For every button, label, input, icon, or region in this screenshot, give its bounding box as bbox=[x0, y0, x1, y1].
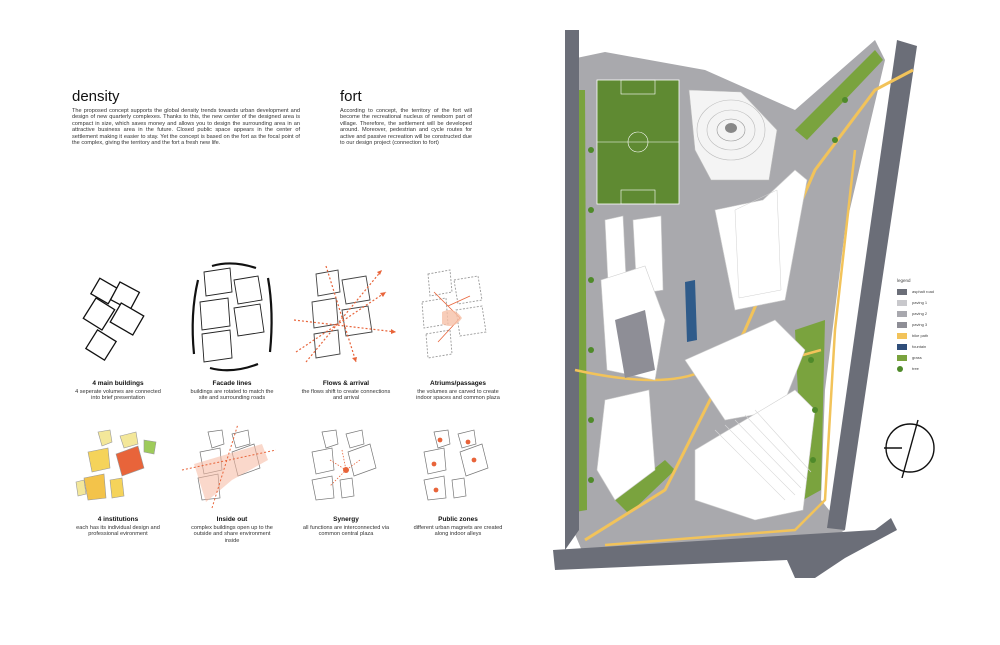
diagram-title: Synergy bbox=[333, 516, 359, 523]
legend-label: paving 1 bbox=[912, 300, 928, 305]
legend-swatch bbox=[897, 322, 907, 328]
synergy-sketch-icon bbox=[311, 429, 377, 501]
trees bbox=[588, 97, 848, 483]
diagram-caption: different urban magnets are created alon… bbox=[413, 525, 503, 538]
diagram-title: Inside out bbox=[216, 516, 248, 523]
diagram-4-institutions: 4 institutions each has its individual d… bbox=[58, 420, 178, 630]
diagram-4-main-buildings: 4 main buildings 4 seperate volumes are … bbox=[58, 268, 178, 478]
legend-item: paving 3 bbox=[897, 321, 957, 329]
asphalt-road bbox=[827, 40, 917, 530]
diagram-atriums-passages: Atriums/passages the volumes are carved … bbox=[398, 262, 518, 472]
diagram-caption: all functions are interconnected via com… bbox=[302, 525, 390, 538]
facade-sketch-icon bbox=[191, 262, 273, 372]
diagram-title: Facade lines bbox=[212, 380, 252, 387]
diagram-title: Atriums/passages bbox=[430, 380, 486, 387]
fort-text: According to concept, the territory of t… bbox=[340, 108, 472, 147]
flows-sketch-icon bbox=[293, 265, 397, 363]
diagram-synergy: Synergy all functions are interconnected… bbox=[286, 420, 406, 630]
diagram-caption: buildings are rotated to match the site … bbox=[190, 389, 274, 402]
legend-label: asphalt road bbox=[912, 289, 935, 294]
diagram-caption: complex buildings open up to the outside… bbox=[191, 525, 273, 544]
density-text: The proposed concept supports the global… bbox=[72, 108, 300, 147]
fort-heading: fort bbox=[340, 88, 362, 105]
diagram-caption: the volumes are carved to create indoor … bbox=[416, 389, 500, 402]
diagram-facade-lines: Facade lines buildings are rotated to ma… bbox=[172, 262, 292, 472]
legend-title: legend bbox=[897, 278, 911, 283]
bike-path bbox=[604, 149, 857, 547]
diagram-inside-out: Inside out complex buildings open up to … bbox=[172, 420, 292, 630]
public-zones-sketch-icon bbox=[423, 429, 489, 501]
atriums-sketch-icon bbox=[421, 269, 487, 359]
inside-out-sketch-icon bbox=[181, 423, 277, 509]
diagram-caption: 4 seperate volumes are connected into br… bbox=[75, 389, 161, 402]
legend-label: bike path bbox=[912, 333, 929, 338]
grass-strip bbox=[615, 460, 675, 514]
legend-swatch bbox=[897, 333, 907, 339]
diagram-title: 4 main buildings bbox=[92, 380, 144, 387]
diagram-title: 4 institutions bbox=[97, 516, 139, 523]
diagram-caption: each has its individual design and profe… bbox=[76, 525, 160, 538]
canopy-structure bbox=[714, 409, 812, 501]
legend-label: grass bbox=[912, 355, 922, 360]
buildings-sketch-icon bbox=[82, 277, 145, 362]
diagram-flows-arrival: Flows & arrival the flows shift to creat… bbox=[286, 262, 406, 472]
legend-swatch bbox=[897, 355, 907, 361]
legend-item: grass bbox=[897, 354, 957, 362]
legend-swatch bbox=[897, 289, 907, 295]
legend-label: paving 3 bbox=[912, 322, 928, 327]
asphalt-road bbox=[553, 518, 897, 578]
legend-swatch bbox=[897, 311, 907, 317]
institutions-sketch-icon bbox=[75, 429, 157, 501]
legend-label: fountain bbox=[912, 344, 927, 349]
fort-building bbox=[688, 89, 778, 181]
legend-item: paving 1 bbox=[897, 299, 957, 307]
tower-facade bbox=[734, 189, 782, 299]
grey-tower bbox=[615, 310, 655, 378]
density-heading: density bbox=[72, 88, 120, 105]
diagram-title: Public zones bbox=[438, 516, 478, 523]
legend-swatch bbox=[897, 366, 903, 372]
legend-item: tree bbox=[897, 365, 957, 373]
diagram-title: Flows & arrival bbox=[322, 380, 370, 387]
diagram-caption: the flows shift to create connections an… bbox=[301, 389, 391, 402]
legend-item: fountain bbox=[897, 343, 957, 351]
fountain bbox=[685, 280, 697, 342]
legend-item: paving 2 bbox=[897, 310, 957, 318]
north-arrow-icon bbox=[884, 419, 935, 478]
legend-label: paving 2 bbox=[912, 311, 928, 316]
asphalt-road bbox=[565, 30, 579, 550]
legend-swatch bbox=[897, 300, 907, 306]
grass-strip bbox=[795, 50, 883, 140]
legend-item: bike path bbox=[897, 332, 957, 340]
site-plan bbox=[553, 30, 917, 578]
legend-swatch bbox=[897, 344, 907, 350]
legend-item: asphalt road bbox=[897, 288, 957, 296]
legend-label: tree bbox=[912, 366, 919, 371]
diagram-public-zones: Public zones different urban magnets are… bbox=[398, 420, 518, 630]
